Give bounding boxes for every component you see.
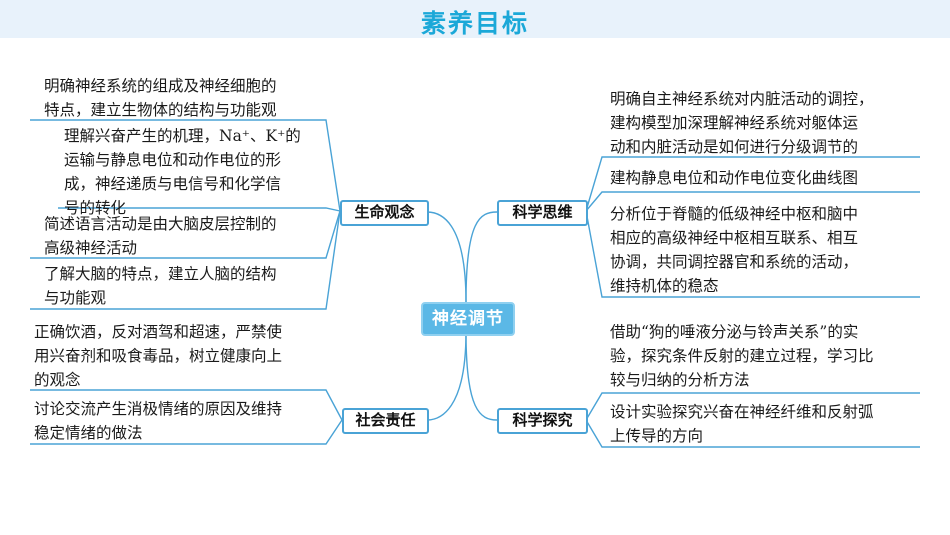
header-banner — [0, 0, 950, 38]
social-item-2: 讨论交流产生消极情绪的原因及维持 稳定情绪的做法 — [34, 400, 283, 442]
life-item-1: 明确神经系统的组成及神经细胞的 特点，建立生物体的结构与功能观 — [44, 77, 277, 119]
branch-node-thinking[interactable]: 科学思维 — [497, 200, 588, 226]
link-center-social — [426, 331, 467, 421]
link-life-4 — [30, 210, 341, 310]
center-topic[interactable]: 神经调节 — [421, 302, 515, 336]
social-item-1: 正确饮酒，反对酒驾和超速，严禁使 用兴奋剂和吸食毒品，树立健康向上 的观念 — [34, 323, 283, 389]
link-center-life — [426, 211, 467, 303]
thinking-item-1: 明确自主神经系统对内脏活动的调控， 建构模型加深理解神经系统对躯体运 动和内脏活… — [610, 90, 874, 156]
link-think-3 — [585, 210, 920, 298]
link-inq-2 — [585, 419, 920, 448]
link-think-2 — [585, 191, 920, 212]
link-inq-1 — [585, 392, 920, 421]
link-life-1 — [30, 119, 341, 212]
link-life-2 — [58, 207, 341, 212]
thinking-item-2: 建构静息电位和动作电位变化曲线图 — [610, 169, 859, 187]
branch-node-social[interactable]: 社会责任 — [342, 408, 429, 434]
link-center-think — [465, 211, 498, 303]
branch-node-life[interactable]: 生命观念 — [340, 200, 429, 226]
link-center-inquiry — [465, 331, 498, 421]
inquiry-item-1: 借助“狗的唾液分泌与铃声关系”的实 验，探究条件反射的建立过程，学习比 较与归纳… — [610, 323, 874, 389]
life-item-2: 理解兴奋产生的机理，Na⁺、K⁺的 运输与静息电位和动作电位的形 成，神经递质与… — [64, 127, 301, 217]
inquiry-item-2: 设计实验探究兴奋在神经纤维和反射弧 上传导的方向 — [610, 403, 874, 445]
branch-node-inquiry[interactable]: 科学探究 — [497, 408, 588, 434]
life-item-4: 了解大脑的特点，建立人脑的结构 与功能观 — [44, 265, 277, 307]
link-social-2 — [30, 419, 343, 445]
page-title: 素养目标 — [420, 9, 529, 38]
life-item-3: 简述语言活动是由大脑皮层控制的 高级神经活动 — [44, 215, 277, 257]
link-social-1 — [30, 389, 343, 421]
link-think-1 — [585, 156, 920, 212]
link-life-3 — [30, 210, 341, 259]
thinking-item-3: 分析位于脊髓的低级神经中枢和脑中 相应的高级神经中枢相互联系、相互 协调，共同调… — [610, 205, 859, 295]
